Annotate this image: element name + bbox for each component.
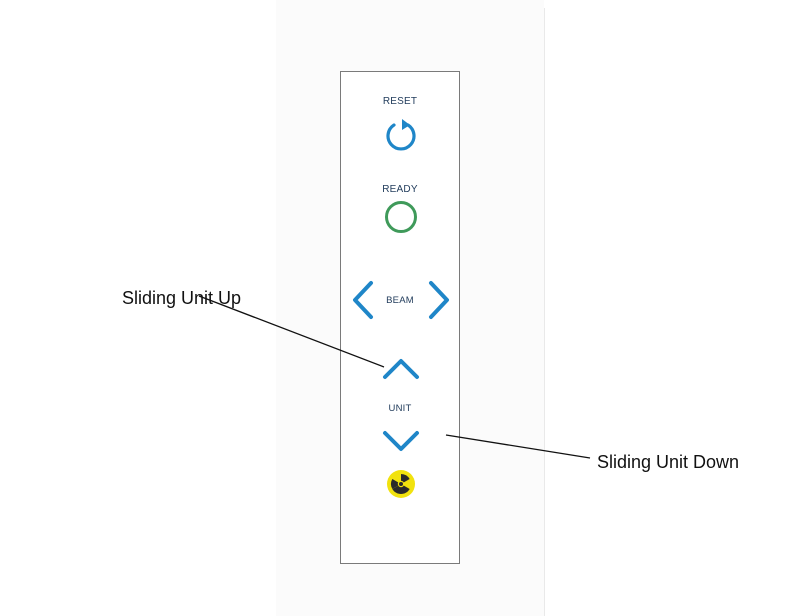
unit-label: UNIT [388,403,412,414]
callout-sliding-unit-up: Sliding Unit Up [122,288,242,308]
divider-line [544,8,545,616]
chevron-up-icon[interactable] [381,355,421,381]
radiation-icon[interactable] [385,468,417,500]
reset-arrow-icon[interactable] [381,114,421,154]
chevron-down-icon[interactable] [381,428,421,454]
reset-label: RESET [382,96,418,107]
callout-sliding-unit-down: Sliding Unit Down [597,452,740,472]
control-panel: RESET READY BEAM UNIT [340,71,460,564]
chevron-right-icon[interactable] [425,279,453,321]
ready-label: READY [382,184,418,195]
ready-circle-icon[interactable] [383,199,419,235]
beam-label: BEAM [386,295,414,306]
